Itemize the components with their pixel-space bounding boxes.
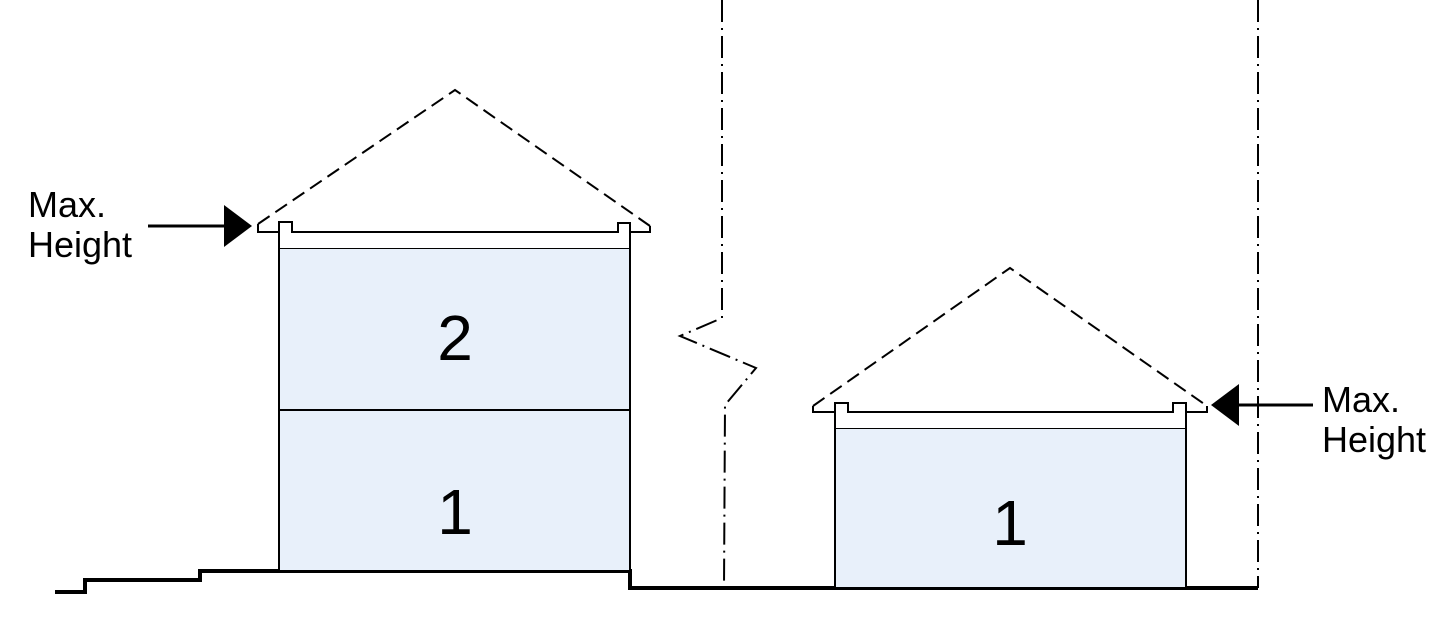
floor-2 [278, 247, 631, 411]
parapet [278, 221, 631, 248]
eave-left [257, 224, 279, 233]
eave-right [630, 226, 651, 233]
right-building: 1 [812, 266, 1208, 589]
annotation-line1: Max. [28, 184, 106, 225]
potential-roof [812, 266, 1208, 407]
floor-label-2: 2 [437, 302, 473, 374]
annotation-line2: Height [28, 224, 132, 265]
floor-1 [278, 409, 631, 572]
arrow-left-icon [1211, 384, 1239, 426]
arrow-right-icon [224, 205, 252, 247]
ground-line [55, 569, 1258, 594]
eave-right [1186, 406, 1208, 413]
parapet [834, 402, 1187, 428]
floor-label-1: 1 [437, 476, 473, 548]
left-building: 2 1 [257, 88, 651, 572]
eave-left [812, 406, 835, 413]
annotation-line2: Height [1322, 419, 1426, 460]
potential-roof [257, 88, 651, 227]
floor-label-1: 1 [992, 487, 1028, 559]
break-line [677, 0, 758, 589]
floor-1 [834, 427, 1187, 589]
max-height-annotation-right: Max. Height [1211, 379, 1426, 460]
max-height-annotation-left: Max. Height [28, 184, 252, 265]
annotation-line1: Max. [1322, 379, 1400, 420]
